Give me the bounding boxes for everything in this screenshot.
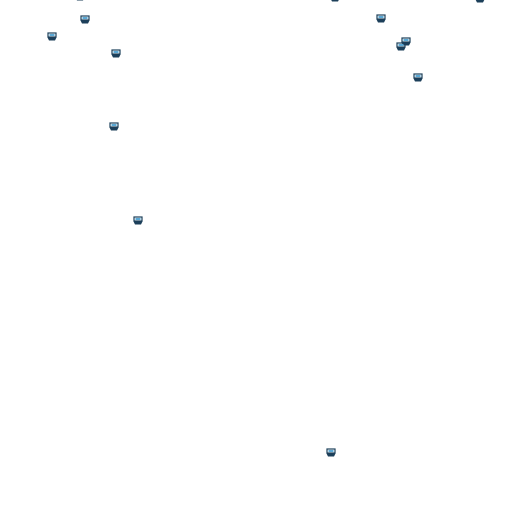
- map-marker-boat-icon[interactable]: [75, 0, 85, 1]
- map-marker-boat-icon[interactable]: [47, 32, 57, 41]
- map-marker-boat-icon[interactable]: [326, 448, 336, 457]
- map-marker-boat-icon[interactable]: [111, 49, 121, 58]
- map-marker-boat-icon[interactable]: [475, 0, 485, 3]
- map-marker-boat-icon[interactable]: [80, 15, 90, 24]
- map-marker-boat-icon[interactable]: [413, 73, 423, 82]
- map-marker-boat-icon[interactable]: [109, 122, 119, 131]
- map-marker-boat-icon[interactable]: [376, 14, 386, 23]
- map-marker-boat-icon[interactable]: [396, 42, 406, 51]
- map-marker-boat-icon[interactable]: [133, 216, 143, 225]
- map-marker-boat-icon[interactable]: [330, 0, 340, 2]
